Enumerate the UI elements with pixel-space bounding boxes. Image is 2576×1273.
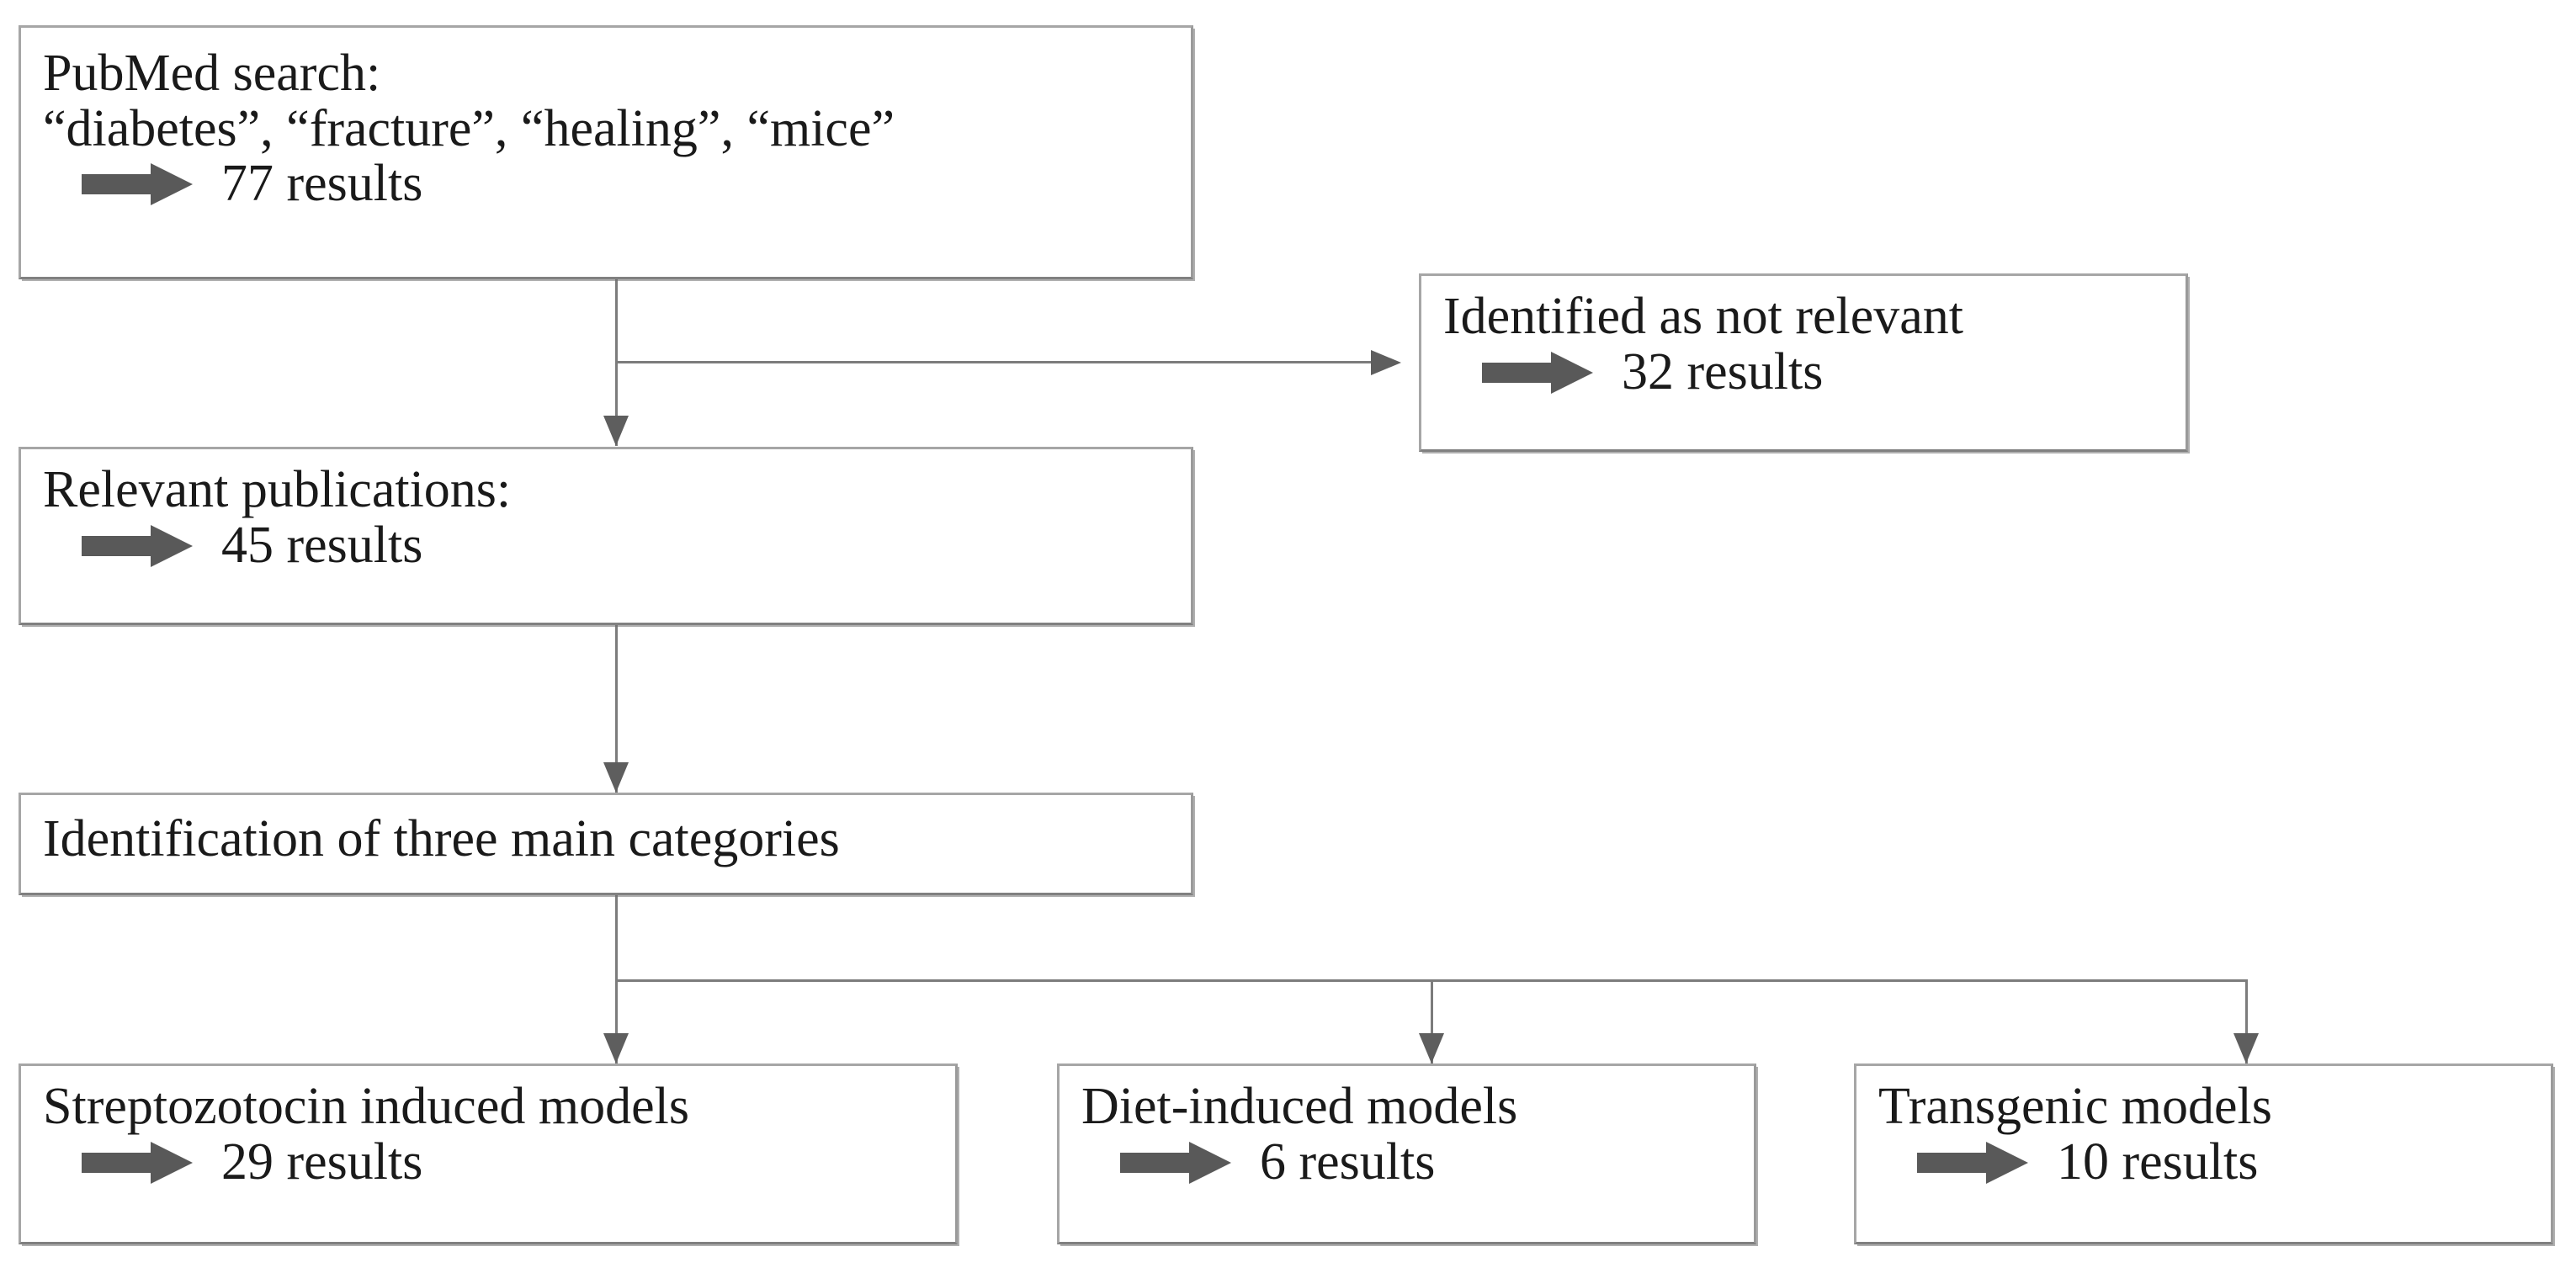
relevant-publications-title: Relevant publications: [43, 461, 512, 518]
diet-induced-result-count: 6 results [1260, 1132, 1436, 1191]
three-categories-title: Identification of three main categories [43, 810, 840, 867]
right-block-arrow-icon [1917, 1141, 2028, 1184]
node-streptozotocin-models[interactable]: Streptozotocin induced models 29 results [19, 1063, 958, 1244]
arrowhead-to-not-relevant [1371, 350, 1401, 375]
relevant-publications-result-row: 45 results [43, 516, 1169, 574]
node-identified-not-relevant[interactable]: Identified as not relevant 32 results [1419, 273, 2188, 452]
not-relevant-result-row: 32 results [1443, 342, 2164, 400]
arrowhead-to-relevant-publications [603, 416, 629, 446]
connector-drop-streptozotocin [615, 979, 618, 1063]
arrowhead-to-streptozotocin [603, 1033, 629, 1063]
node-diet-induced-models[interactable]: Diet-induced models 6 results [1057, 1063, 1756, 1244]
pubmed-search-result-row: 77 results [43, 156, 1169, 212]
arrowhead-to-transgenic [2233, 1033, 2259, 1063]
connector-search-to-not-relevant [615, 361, 1373, 363]
pubmed-search-result-count: 77 results [221, 155, 423, 213]
transgenic-result-count: 10 results [2057, 1132, 2259, 1191]
diet-induced-title: Diet-induced models [1081, 1078, 1518, 1135]
node-three-main-categories[interactable]: Identification of three main categories [19, 793, 1193, 895]
connector-drop-transgenic [2245, 979, 2248, 1063]
arrowhead-to-categories [603, 762, 629, 793]
transgenic-title: Transgenic models [1878, 1078, 2272, 1135]
streptozotocin-title: Streptozotocin induced models [43, 1078, 689, 1135]
node-transgenic-models[interactable]: Transgenic models 10 results [1854, 1063, 2553, 1244]
transgenic-result-row: 10 results [1878, 1132, 2529, 1191]
diet-induced-result-row: 6 results [1081, 1132, 1732, 1191]
right-block-arrow-icon [82, 524, 193, 567]
right-block-arrow-icon [1120, 1141, 1231, 1184]
arrowhead-to-diet-induced [1419, 1033, 1444, 1063]
connector-drop-diet-induced [1431, 979, 1433, 1063]
right-block-arrow-icon [1482, 351, 1593, 394]
connector-categories-trunk [615, 894, 618, 982]
pubmed-search-title: PubMed search: [43, 45, 381, 102]
streptozotocin-result-count: 29 results [221, 1132, 423, 1191]
connector-relevant-to-categories [615, 624, 618, 793]
relevant-publications-result-count: 45 results [221, 516, 423, 574]
pubmed-search-keywords: “diabetes”, “fracture”, “healing”, “mice… [43, 99, 895, 157]
streptozotocin-result-row: 29 results [43, 1132, 933, 1191]
node-relevant-publications[interactable]: Relevant publications: 45 results [19, 447, 1193, 625]
right-block-arrow-icon [82, 163, 193, 206]
not-relevant-title: Identified as not relevant [1443, 288, 1964, 345]
not-relevant-result-count: 32 results [1622, 342, 1824, 400]
right-block-arrow-icon [82, 1141, 193, 1184]
node-pubmed-search[interactable]: PubMed search: “diabetes”, “fracture”, “… [19, 25, 1193, 279]
